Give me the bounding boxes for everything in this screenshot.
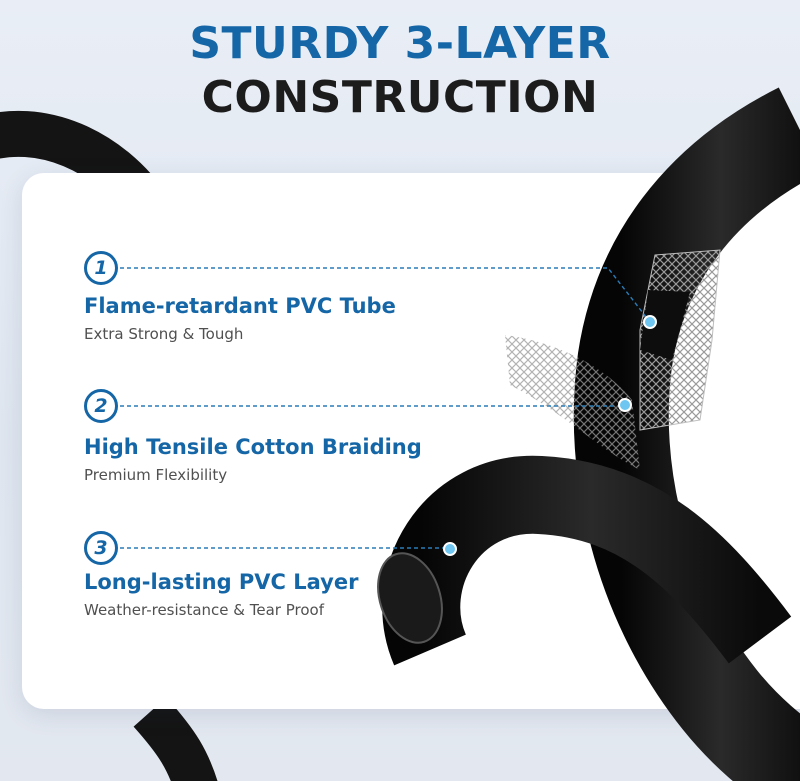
pointer-dot-1 bbox=[643, 315, 657, 329]
feature-3-subtitle: Weather-resistance & Tear Proof bbox=[84, 601, 324, 619]
page-title-line-1: STURDY 3-LAYER bbox=[189, 18, 611, 69]
feature-2-title: High Tensile Cotton Braiding bbox=[84, 435, 422, 459]
feature-1-title: Flame-retardant PVC Tube bbox=[84, 294, 396, 318]
feature-number-3-badge: 3 bbox=[84, 531, 118, 565]
feature-1-subtitle: Extra Strong & Tough bbox=[84, 325, 244, 343]
pointer-dot-2 bbox=[618, 398, 632, 412]
feature-number-2-badge: 2 bbox=[84, 389, 118, 423]
feature-3-title: Long-lasting PVC Layer bbox=[84, 570, 359, 594]
page-title-line-2: CONSTRUCTION bbox=[201, 72, 599, 123]
feature-2-subtitle: Premium Flexibility bbox=[84, 466, 228, 484]
leader-line-1 bbox=[120, 267, 651, 323]
pointer-dot-3 bbox=[443, 542, 457, 556]
feature-number-1-badge: 1 bbox=[84, 251, 118, 285]
